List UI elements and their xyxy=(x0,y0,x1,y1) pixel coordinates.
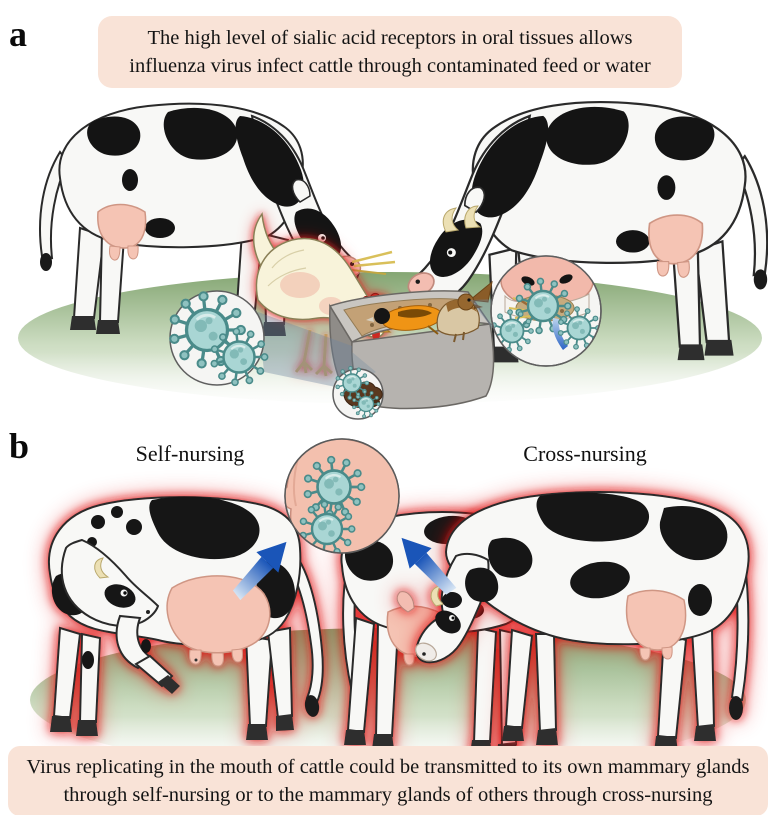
caption-line: influenza virus infect cattle through co… xyxy=(129,55,651,77)
cow-right-grazing xyxy=(403,100,768,364)
dead-bird xyxy=(366,305,443,335)
caption-line: The high level of sialic acid receptors … xyxy=(147,27,633,49)
feces-inset-circle xyxy=(332,365,384,420)
panel-b-label: b xyxy=(9,426,30,466)
cow-horn-icon xyxy=(464,205,482,229)
transmission-arrow-left xyxy=(232,541,287,601)
transmission-arrow-right xyxy=(401,537,457,595)
perched-bird xyxy=(436,280,493,343)
cow-horn-icon xyxy=(442,207,460,233)
udder xyxy=(625,589,687,651)
cow-left-grazing xyxy=(39,102,396,337)
panel-b-caption: Virus replicating in the mouth of cattle… xyxy=(8,746,768,815)
panel-a-caption: The high level of sialic acid receptors … xyxy=(98,16,682,88)
chicken-legs xyxy=(294,329,333,377)
cow-horn-icon xyxy=(94,557,110,579)
cow-self-nursing xyxy=(48,496,324,740)
udder-inset-circle xyxy=(284,438,400,554)
nostril xyxy=(521,276,535,286)
virus-inset-circle xyxy=(168,290,269,387)
self-nursing-label: Self-nursing xyxy=(135,441,245,466)
feed-trough xyxy=(328,280,495,410)
magnifier-beam xyxy=(258,312,352,390)
nostril xyxy=(559,274,573,284)
cow-cross-nursing xyxy=(396,491,750,752)
cross-nursing-label: Cross-nursing xyxy=(523,441,647,466)
caption-line: Virus replicating in the mouth of cattle… xyxy=(26,756,750,778)
straw-in-mouth xyxy=(351,250,396,275)
panel-a-label: a xyxy=(9,14,27,54)
muzzle-inset-circle xyxy=(490,255,602,367)
panel-a-scene xyxy=(0,100,768,426)
udder xyxy=(166,575,271,654)
cow-ear xyxy=(396,591,415,613)
panel-b-scene xyxy=(0,438,768,778)
caption-line: through self-nursing or to the mammary g… xyxy=(63,784,713,806)
